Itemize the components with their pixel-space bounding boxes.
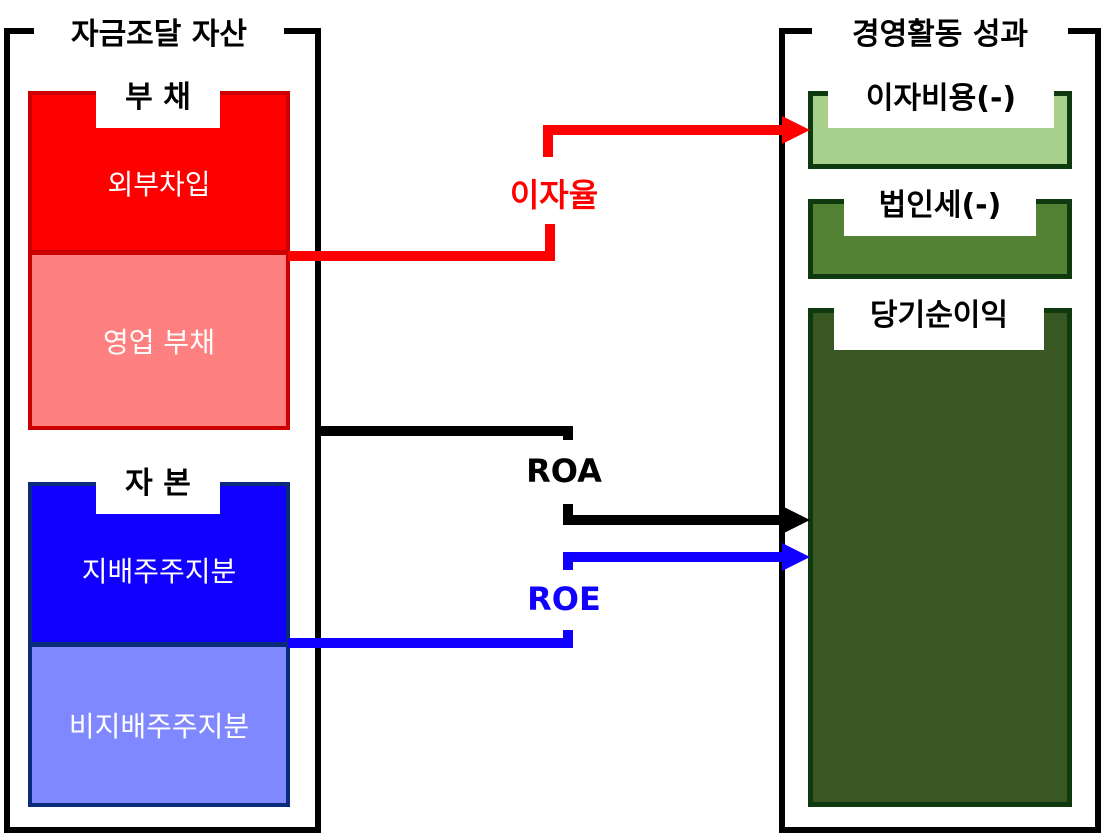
roa-label: ROA <box>526 452 602 490</box>
operating-liabilities-box: 영업 부채 <box>28 251 290 430</box>
roe-connector-upper <box>563 552 786 570</box>
interest-rate-arrowhead <box>782 116 810 144</box>
non-controlling-interest-box: 비지배주주지분 <box>28 643 290 807</box>
funding-assets-title: 자금조달 자산 <box>34 16 284 54</box>
net-income-label: 당기순이익 <box>834 292 1044 350</box>
business-performance-title: 경영활동 성과 <box>812 16 1068 54</box>
interest-rate-label: 이자율 <box>509 176 599 214</box>
corporate-tax-label: 법인세(-) <box>844 182 1036 236</box>
operating-liabilities-label: 영업 부채 <box>103 325 215 359</box>
net-income-box <box>808 308 1072 807</box>
interest-rate-connector-upper <box>543 125 785 157</box>
roe-connector <box>288 630 573 648</box>
debt-title: 부 채 <box>96 76 220 128</box>
external-borrowing-label: 외부차입 <box>107 167 211 201</box>
equity-title: 자 본 <box>96 462 220 514</box>
interest-rate-connector <box>288 224 555 261</box>
roe-arrowhead <box>782 543 810 571</box>
interest-expense-label: 이자비용(-) <box>828 76 1054 128</box>
roa-connector <box>321 426 573 440</box>
non-controlling-interest-label: 비지배주주지분 <box>68 710 250 743</box>
roa-connector-lower <box>563 504 786 525</box>
controlling-interest-label: 지배주주지분 <box>81 555 237 588</box>
roe-label: ROE <box>527 580 601 618</box>
roa-arrowhead <box>782 506 810 534</box>
